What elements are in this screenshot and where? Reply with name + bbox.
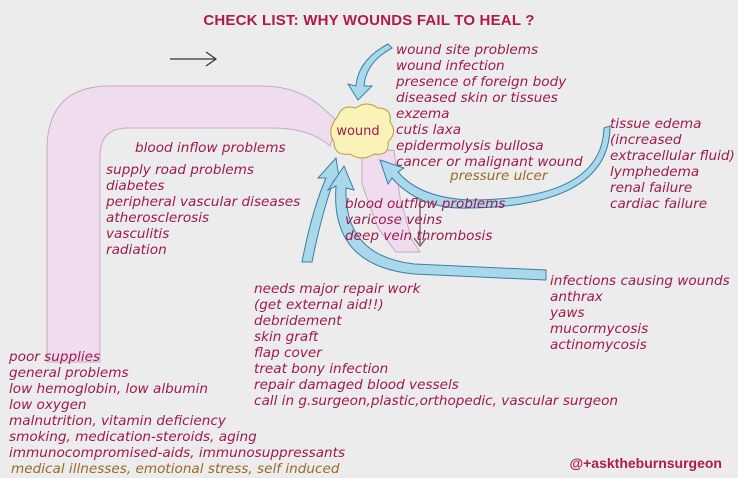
- list-item: treat bony infection: [254, 361, 389, 377]
- wound-site-list: wound site problems wound infection pres…: [396, 42, 583, 170]
- list-item: low hemoglobin, low albumin: [9, 381, 208, 397]
- list-item: deep vein thrombosis: [345, 228, 493, 244]
- list-item: repair damaged blood vessels: [254, 377, 459, 393]
- list-item: vasculitis: [106, 226, 170, 242]
- list-item: blood inflow problems: [135, 140, 286, 156]
- list-item: (get external aid!!): [254, 297, 384, 313]
- list-item: tissue edema: [610, 116, 702, 132]
- list-item: renal failure: [610, 180, 693, 196]
- list-item: skin graft: [254, 329, 319, 345]
- author-credit: @+asktheburnsurgeon: [569, 455, 722, 471]
- list-item: diseased skin or tissues: [396, 90, 558, 106]
- repair-list: needs major repair work (get external ai…: [254, 281, 618, 409]
- list-item: mucormycosis: [550, 321, 649, 337]
- wound-site-arrow: [346, 43, 393, 101]
- list-item: immunocompromised-aids, immunosuppressan…: [9, 445, 346, 461]
- list-item: smoking, medication-steroids, aging: [9, 429, 257, 445]
- list-item: (increased: [610, 132, 682, 148]
- pressure-ulcer-note: pressure ulcer: [450, 168, 547, 184]
- list-item: exzema: [396, 106, 450, 122]
- list-item: low oxygen: [9, 397, 87, 413]
- list-item: radiation: [106, 242, 167, 258]
- list-item: actinomycosis: [550, 337, 647, 353]
- list-item: general problems: [9, 365, 129, 381]
- blood-inflow-label: blood inflow problems: [135, 140, 286, 156]
- list-item: flap cover: [254, 345, 322, 361]
- list-item: needs major repair work: [254, 281, 421, 297]
- list-item: cardiac failure: [610, 196, 708, 212]
- repair-arrow: [301, 156, 341, 263]
- list-item: supply road problems: [106, 162, 254, 178]
- list-item: medical illnesses, emotional stress, sel…: [11, 461, 340, 477]
- list-item: poor supplies: [9, 349, 101, 365]
- list-item: peripheral vascular diseases: [106, 194, 301, 210]
- list-item: infections causing wounds: [550, 273, 730, 289]
- list-item: anthrax: [550, 289, 603, 305]
- list-item: malnutrition, vitamin deficiency: [9, 413, 226, 429]
- list-item: debridement: [254, 313, 342, 329]
- list-item: atherosclerosis: [106, 210, 210, 226]
- supply-road-list: supply road problems diabetes peripheral…: [106, 162, 300, 258]
- infections-arrow: [326, 164, 547, 281]
- list-item: cancer or malignant wound: [396, 154, 583, 170]
- list-item: blood outflow problems: [345, 196, 506, 212]
- direction-arrow: [170, 51, 218, 67]
- list-item: wound infection: [396, 58, 505, 74]
- list-item: wound site problems: [396, 42, 539, 58]
- list-item: presence of foreign body: [396, 74, 567, 90]
- list-item: diabetes: [106, 178, 165, 194]
- list-item: epidermolysis bullosa: [396, 138, 544, 154]
- list-item: pressure ulcer: [450, 168, 548, 184]
- list-item: cutis laxa: [396, 122, 462, 138]
- tissue-edema-arrow: [379, 125, 611, 209]
- wound-shape: [330, 103, 394, 159]
- list-item: call in g.surgeon,plastic,orthopedic, va…: [254, 393, 619, 409]
- list-item: varicose veins: [345, 212, 443, 228]
- list-item: yaws: [550, 305, 585, 321]
- page-title: CHECK LIST: WHY WOUNDS FAIL TO HEAL ?: [203, 12, 535, 29]
- inflow-band: [46, 85, 339, 363]
- general-problems-list: poor supplies general problems low hemog…: [9, 349, 345, 477]
- list-item: extracellular fluid): [610, 148, 735, 164]
- tissue-edema-list: tissue edema (increased extracellular fl…: [610, 116, 735, 212]
- outflow-arrow: [413, 196, 427, 247]
- blood-outflow-list: blood outflow problems varicose veins de…: [345, 196, 505, 244]
- list-item: lymphedema: [610, 164, 700, 180]
- wound-label: wound: [336, 124, 380, 139]
- infections-list: infections causing wounds anthrax yaws m…: [550, 273, 730, 353]
